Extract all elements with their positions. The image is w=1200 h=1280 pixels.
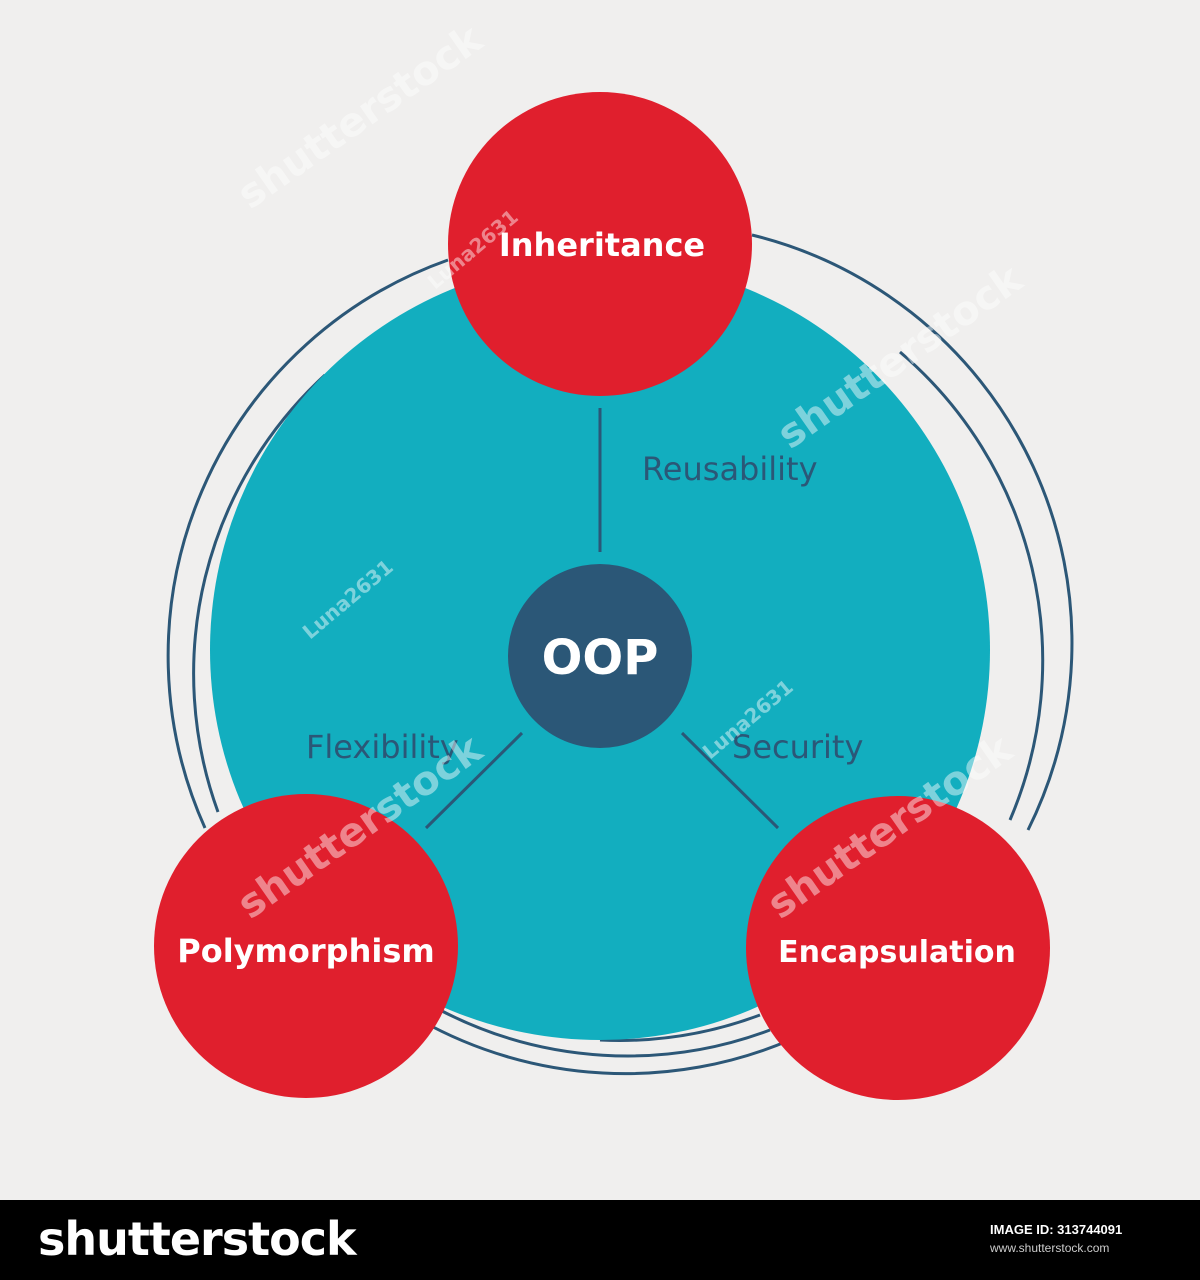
node-polymorphism	[154, 794, 458, 1098]
oop-diagram: OOP Reusability Flexibility Security Inh…	[154, 15, 1074, 1100]
footer-url: www.shutterstock.com	[990, 1241, 1110, 1255]
footer-logo: shutterstock	[38, 1212, 357, 1266]
node-label-encapsulation: Encapsulation	[778, 935, 1016, 970]
node-label-polymorphism: Polymorphism	[177, 932, 434, 970]
node-encapsulation	[746, 796, 1050, 1100]
center-node	[508, 564, 692, 748]
node-label-inheritance: Inheritance	[499, 226, 705, 264]
center-label: OOP	[542, 630, 659, 686]
outer-ring-arc-bottom	[419, 1018, 791, 1076]
outer-ring-arc-left	[166, 258, 449, 829]
relation-label-flexibility: Flexibility	[306, 728, 459, 766]
image-id: IMAGE ID: 313744091	[990, 1222, 1123, 1237]
connector-left	[424, 731, 524, 830]
node-inheritance	[448, 92, 752, 396]
outer-ring-arc-bottom-inner2	[599, 1013, 761, 1042]
outer-ring-arc-right-inner	[899, 350, 1045, 821]
relation-label-reusability: Reusability	[642, 450, 818, 488]
outer-ring-arc-left-inner	[192, 373, 327, 813]
outer-ring-arc-right	[751, 233, 1074, 831]
footer-meta: IMAGE ID: 313744091 www.shutterstock.com	[990, 1222, 1160, 1255]
connector-right	[680, 731, 780, 830]
watermark-brand: shutterstock	[229, 15, 491, 218]
relation-label-security: Security	[732, 728, 863, 766]
outer-ring-arc-bottom-inner	[439, 1008, 771, 1058]
footer-bar: shutterstock IMAGE ID: 313744091 www.shu…	[0, 1200, 1200, 1280]
